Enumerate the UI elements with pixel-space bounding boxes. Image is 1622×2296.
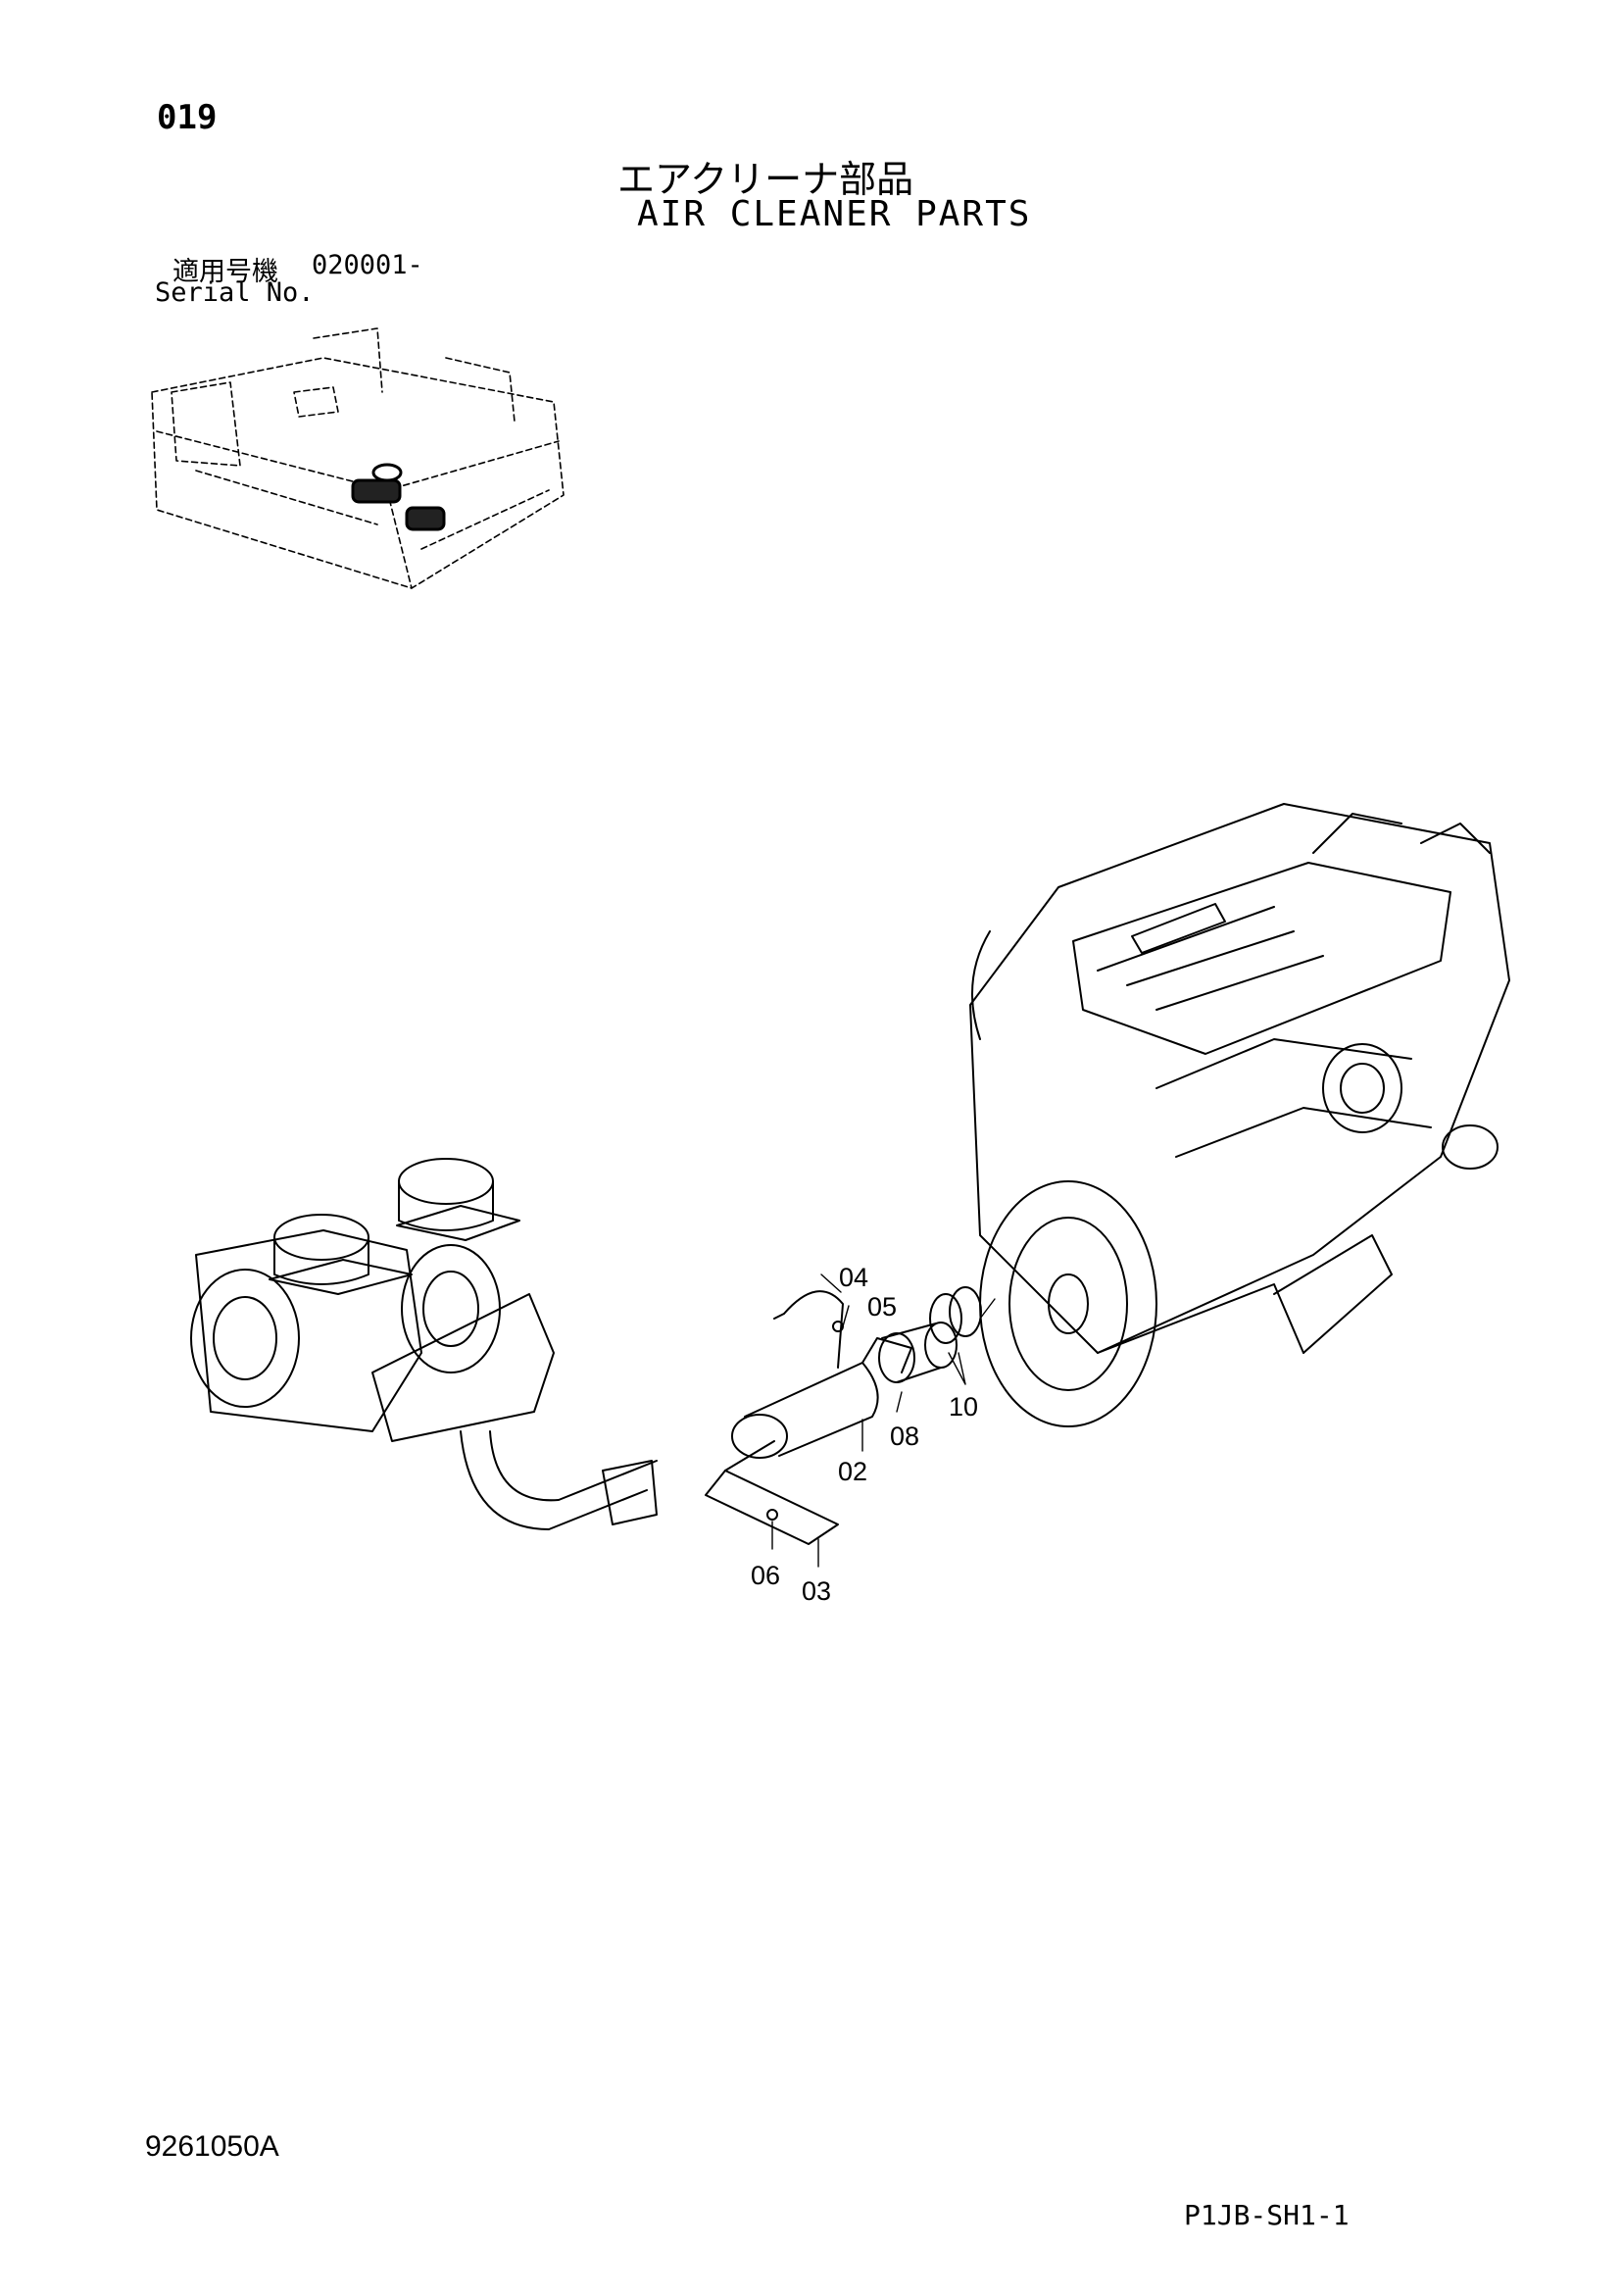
machine-location-inset (151, 327, 565, 589)
callout-02: 02 (838, 1457, 868, 1486)
engine-assembly (969, 803, 1510, 1427)
air-cleaner-highlight (351, 463, 446, 531)
callout-05: 05 (867, 1292, 898, 1322)
leader-lines (771, 1273, 966, 1568)
serial-label-english: Serial No. (155, 277, 315, 308)
callout-06: 06 (751, 1561, 781, 1590)
callout-08: 08 (890, 1422, 920, 1451)
callout-10: 10 (949, 1392, 979, 1422)
callout-04: 04 (839, 1263, 869, 1292)
intake-pipe-parts (705, 1286, 982, 1545)
serial-range: 020001- (312, 250, 423, 280)
serial-label-japanese: 適用号機 (172, 257, 278, 287)
callout-03: 03 (802, 1576, 832, 1606)
title-english: AIR CLEANER PARTS (637, 194, 1032, 234)
page-number: 019 (157, 98, 218, 137)
sheet-code: P1JB-SH1-1 (1184, 2199, 1350, 2231)
title-japanese: エアクリーナ部品 (617, 158, 914, 201)
air-cleaner-assembly (190, 1158, 658, 1530)
drawing-number: 9261050A (145, 2130, 279, 2163)
intake-connection-line (979, 1298, 996, 1320)
